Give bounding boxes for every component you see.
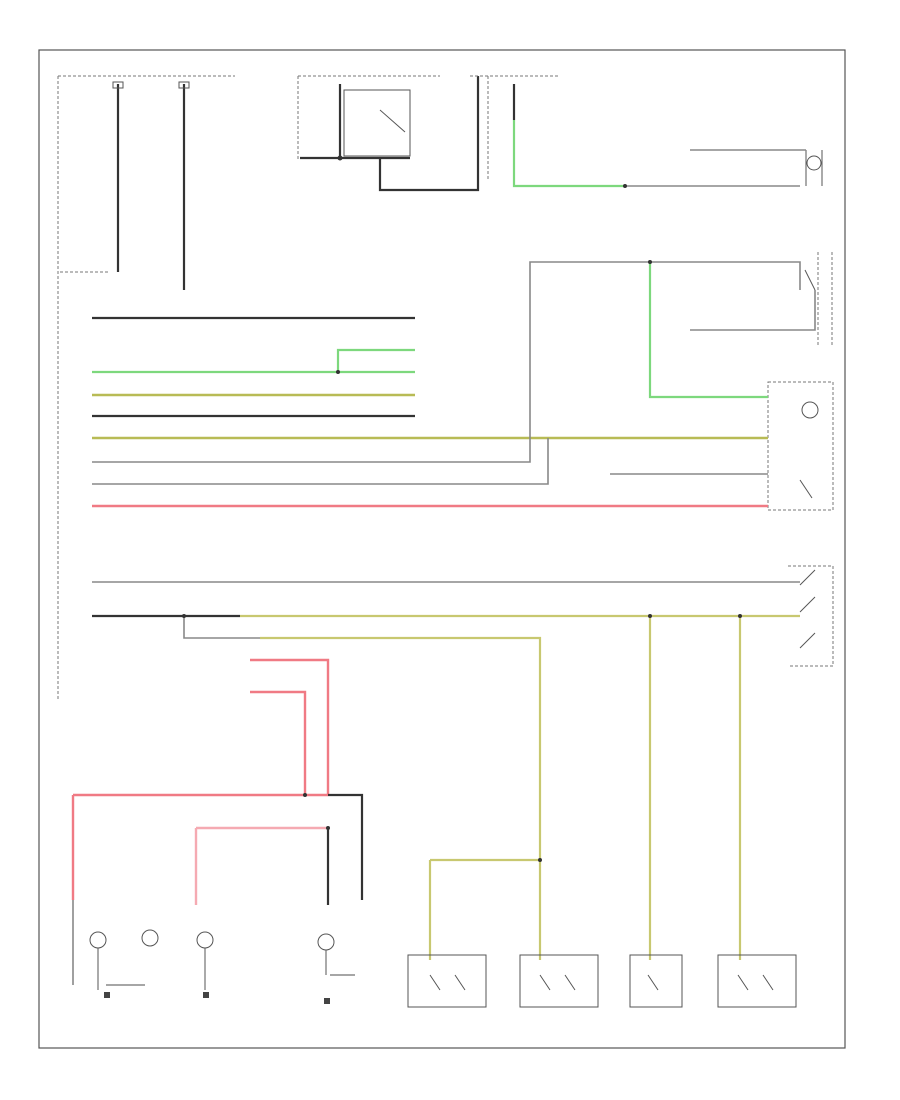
horizontal-wires	[92, 261, 801, 860]
bulb-icon	[141, 929, 159, 947]
relay-top-right	[470, 75, 823, 188]
switch-icon	[690, 269, 816, 331]
lamp-feeds	[71, 658, 364, 905]
fuse-block-left	[57, 75, 235, 700]
lamp-cluster	[72, 900, 355, 1004]
ground-icon	[104, 992, 110, 998]
bulb-icon	[89, 931, 107, 949]
relay-top	[297, 75, 480, 192]
bulb-icon	[801, 401, 819, 419]
bulb-icon	[806, 155, 822, 171]
switch-housing-right	[788, 565, 834, 667]
bulb-icon	[196, 931, 214, 949]
door-switch-box	[407, 954, 487, 1008]
junctions	[182, 260, 742, 862]
ground-icon	[324, 998, 330, 1004]
diagram-border	[38, 49, 846, 1049]
ground-icon	[203, 992, 209, 998]
connector-housing-right	[767, 381, 834, 511]
door-switch-boxes	[407, 954, 797, 1008]
door-switch-box	[629, 954, 683, 1008]
door-switch-box	[717, 954, 797, 1008]
relay-icon	[343, 89, 411, 157]
door-switch-box	[519, 954, 599, 1008]
switch-drops	[428, 616, 742, 960]
bulb-icon	[317, 933, 335, 951]
